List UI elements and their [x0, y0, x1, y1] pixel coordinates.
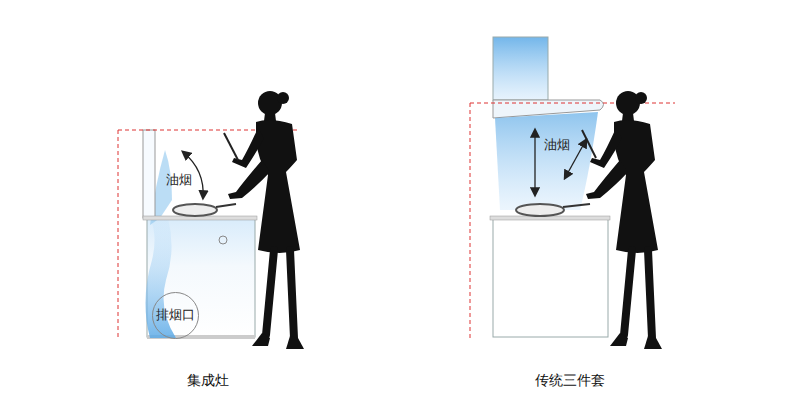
- smoke-label: 油烟: [166, 173, 192, 187]
- outlet-circle: 排烟口: [152, 292, 199, 339]
- smoke-label: 油烟: [544, 138, 570, 152]
- node-text: 排烟口: [156, 306, 195, 324]
- caption-label: 集成灶: [187, 373, 229, 388]
- caption-label: 传统三件套: [535, 373, 605, 388]
